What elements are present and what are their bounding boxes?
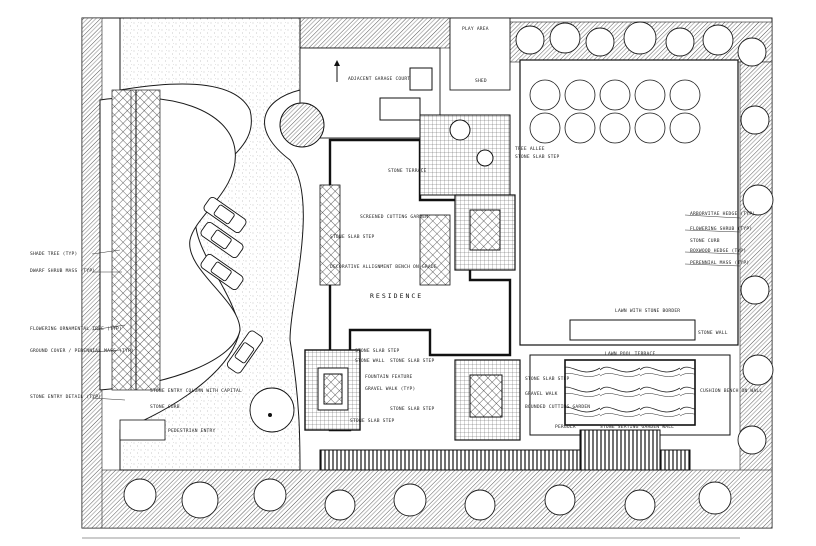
plan-labels: ADJACENT GARAGE COURT PLAY AREA SHED TRE… [30, 26, 762, 434]
label-stone-terrace: STONE TERRACE [388, 168, 427, 174]
driveway-tree [249, 387, 295, 433]
fountain-court [304, 349, 361, 431]
main-lawn [519, 59, 739, 346]
label-stone-entry-detail: STONE ENTRY DETAIL (TYP) [30, 394, 101, 400]
label-decorative-allignment: DECORATIVE ALLIGNMENT BENCH ON GRADE [330, 264, 437, 270]
label-lawn-with-stone: LAWN WITH STONE BORDER [615, 308, 680, 314]
label-fountain-feature: FOUNTAIN FEATURE [365, 374, 412, 380]
label-stone-slab-step-low: STONE SLAB STEP [390, 406, 435, 412]
label-pedestrian-entry: PEDESTRIAN ENTRY [168, 428, 215, 434]
label-stone-slab-step-east: STONE SLAB STEP [525, 376, 570, 382]
label-stone-wall-mid: STONE WALL [355, 358, 385, 364]
feature-tree [279, 102, 325, 148]
car-icon [200, 196, 264, 374]
label-perennial-mass: PERENNIAL MASS (TYP) [690, 260, 749, 266]
label-gravel-walk-left: GRAVEL WALK (TYP) [365, 386, 415, 392]
pool [564, 359, 696, 426]
label-stone-curb-east: STONE CURB [690, 238, 720, 244]
parked-car [409, 67, 433, 91]
leader-lines [91, 214, 741, 401]
label-stone-seating: STONE SEATING GARDEN WALL [600, 424, 674, 430]
label-stone-slab-step-left: STONE SLAB STEP [330, 234, 375, 240]
label-tree-allee: TREE ALLEE [515, 146, 545, 152]
label-cushion-bench: CUSHION BENCH ON WALL [700, 388, 762, 394]
label-shade-tree: SHADE TREE (TYP) [30, 251, 77, 257]
label-bounded-cutting-garden: BOUNDED CUTTING GARDEN [525, 404, 590, 410]
label-flowering-shrub: FLOWERING SHRUB (TYP) [690, 226, 752, 232]
label-stone-wall-east: STONE WALL [698, 330, 728, 336]
label-screened-cutting-garden: SCREENED CUTTING GARDEN [360, 214, 428, 220]
cutting-garden-lower [454, 359, 521, 441]
lawn-stone-border [569, 319, 696, 341]
label-stone-slab-step-right: STONE SLAB STEP [390, 358, 435, 364]
label-pergola: PERGOLA [555, 424, 576, 430]
pedestrian-entry [119, 419, 166, 441]
play-area [449, 17, 511, 91]
cutting-garden-upper [454, 194, 516, 271]
label-shed: SHED [475, 78, 487, 84]
label-residence: RESIDENCE [370, 292, 423, 300]
north-arrow-icon [334, 60, 340, 82]
label-gravel-walk-east: GRAVEL WALK [525, 391, 558, 397]
label-boxwood-hedge: BOXWOOD HEDGE (TYP) [690, 248, 746, 254]
stone-terrace [419, 114, 511, 196]
entry-driveway [119, 17, 304, 471]
label-arborvitae-hedge: ARBORVITAE HEDGE (TYP) [690, 211, 755, 217]
label-stone-slab-step-low2: STONE SLAB STEP [350, 418, 395, 424]
tree-allee [529, 79, 701, 144]
label-groundcover: GROUND COVER / PERENNIAL MASS (TYP) [30, 348, 134, 354]
label-stone-slab-step-top: STONE SLAB STEP [515, 154, 560, 160]
label-lawn-pool-terrace: LAWN POOL TERRACE [605, 351, 655, 357]
label-stone-slab-step-mid: STONE SLAB STEP [355, 348, 400, 354]
label-adjacent-garage: ADJACENT GARAGE COURT [348, 76, 410, 82]
label-play-area: PLAY AREA [462, 26, 489, 32]
label-stone-entry-column: STONE ENTRY COLUMN WITH CAPITAL [150, 388, 242, 394]
label-dwarf-shrub: DWARF SHRUB MASS (TYP) [30, 268, 95, 274]
label-flowering-ornamental: FLOWERING ORNAMENTAL TREE (TYP) [30, 326, 122, 332]
label-stone-curb: STONE CURB [150, 404, 180, 410]
